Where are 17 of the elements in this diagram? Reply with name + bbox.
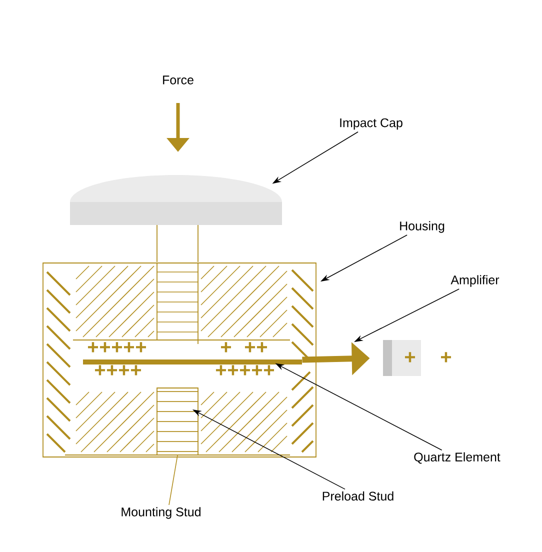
part-label: Force (163, 76, 194, 84)
charge-signs: +++++ (216, 365, 274, 376)
part-label: Housing (400, 221, 444, 233)
amplifier-box: + (383, 340, 421, 376)
leader-line (168, 455, 178, 506)
part-label: Impact Cap (340, 118, 402, 130)
impact-cap (70, 175, 282, 262)
part-label: Preload Stud (322, 491, 394, 501)
quartz-element (83, 360, 302, 364)
part-label: Quartz Element (414, 452, 500, 464)
charge-sign: + (441, 352, 451, 362)
charge-signs: ++++ (94, 365, 141, 376)
part-label: Mounting Stud (122, 507, 200, 519)
part-label: Amplifier (450, 275, 500, 287)
charge-signs: + ++ (220, 342, 267, 352)
preload-stud (156, 388, 199, 456)
charge-signs: +++++ (88, 342, 146, 352)
